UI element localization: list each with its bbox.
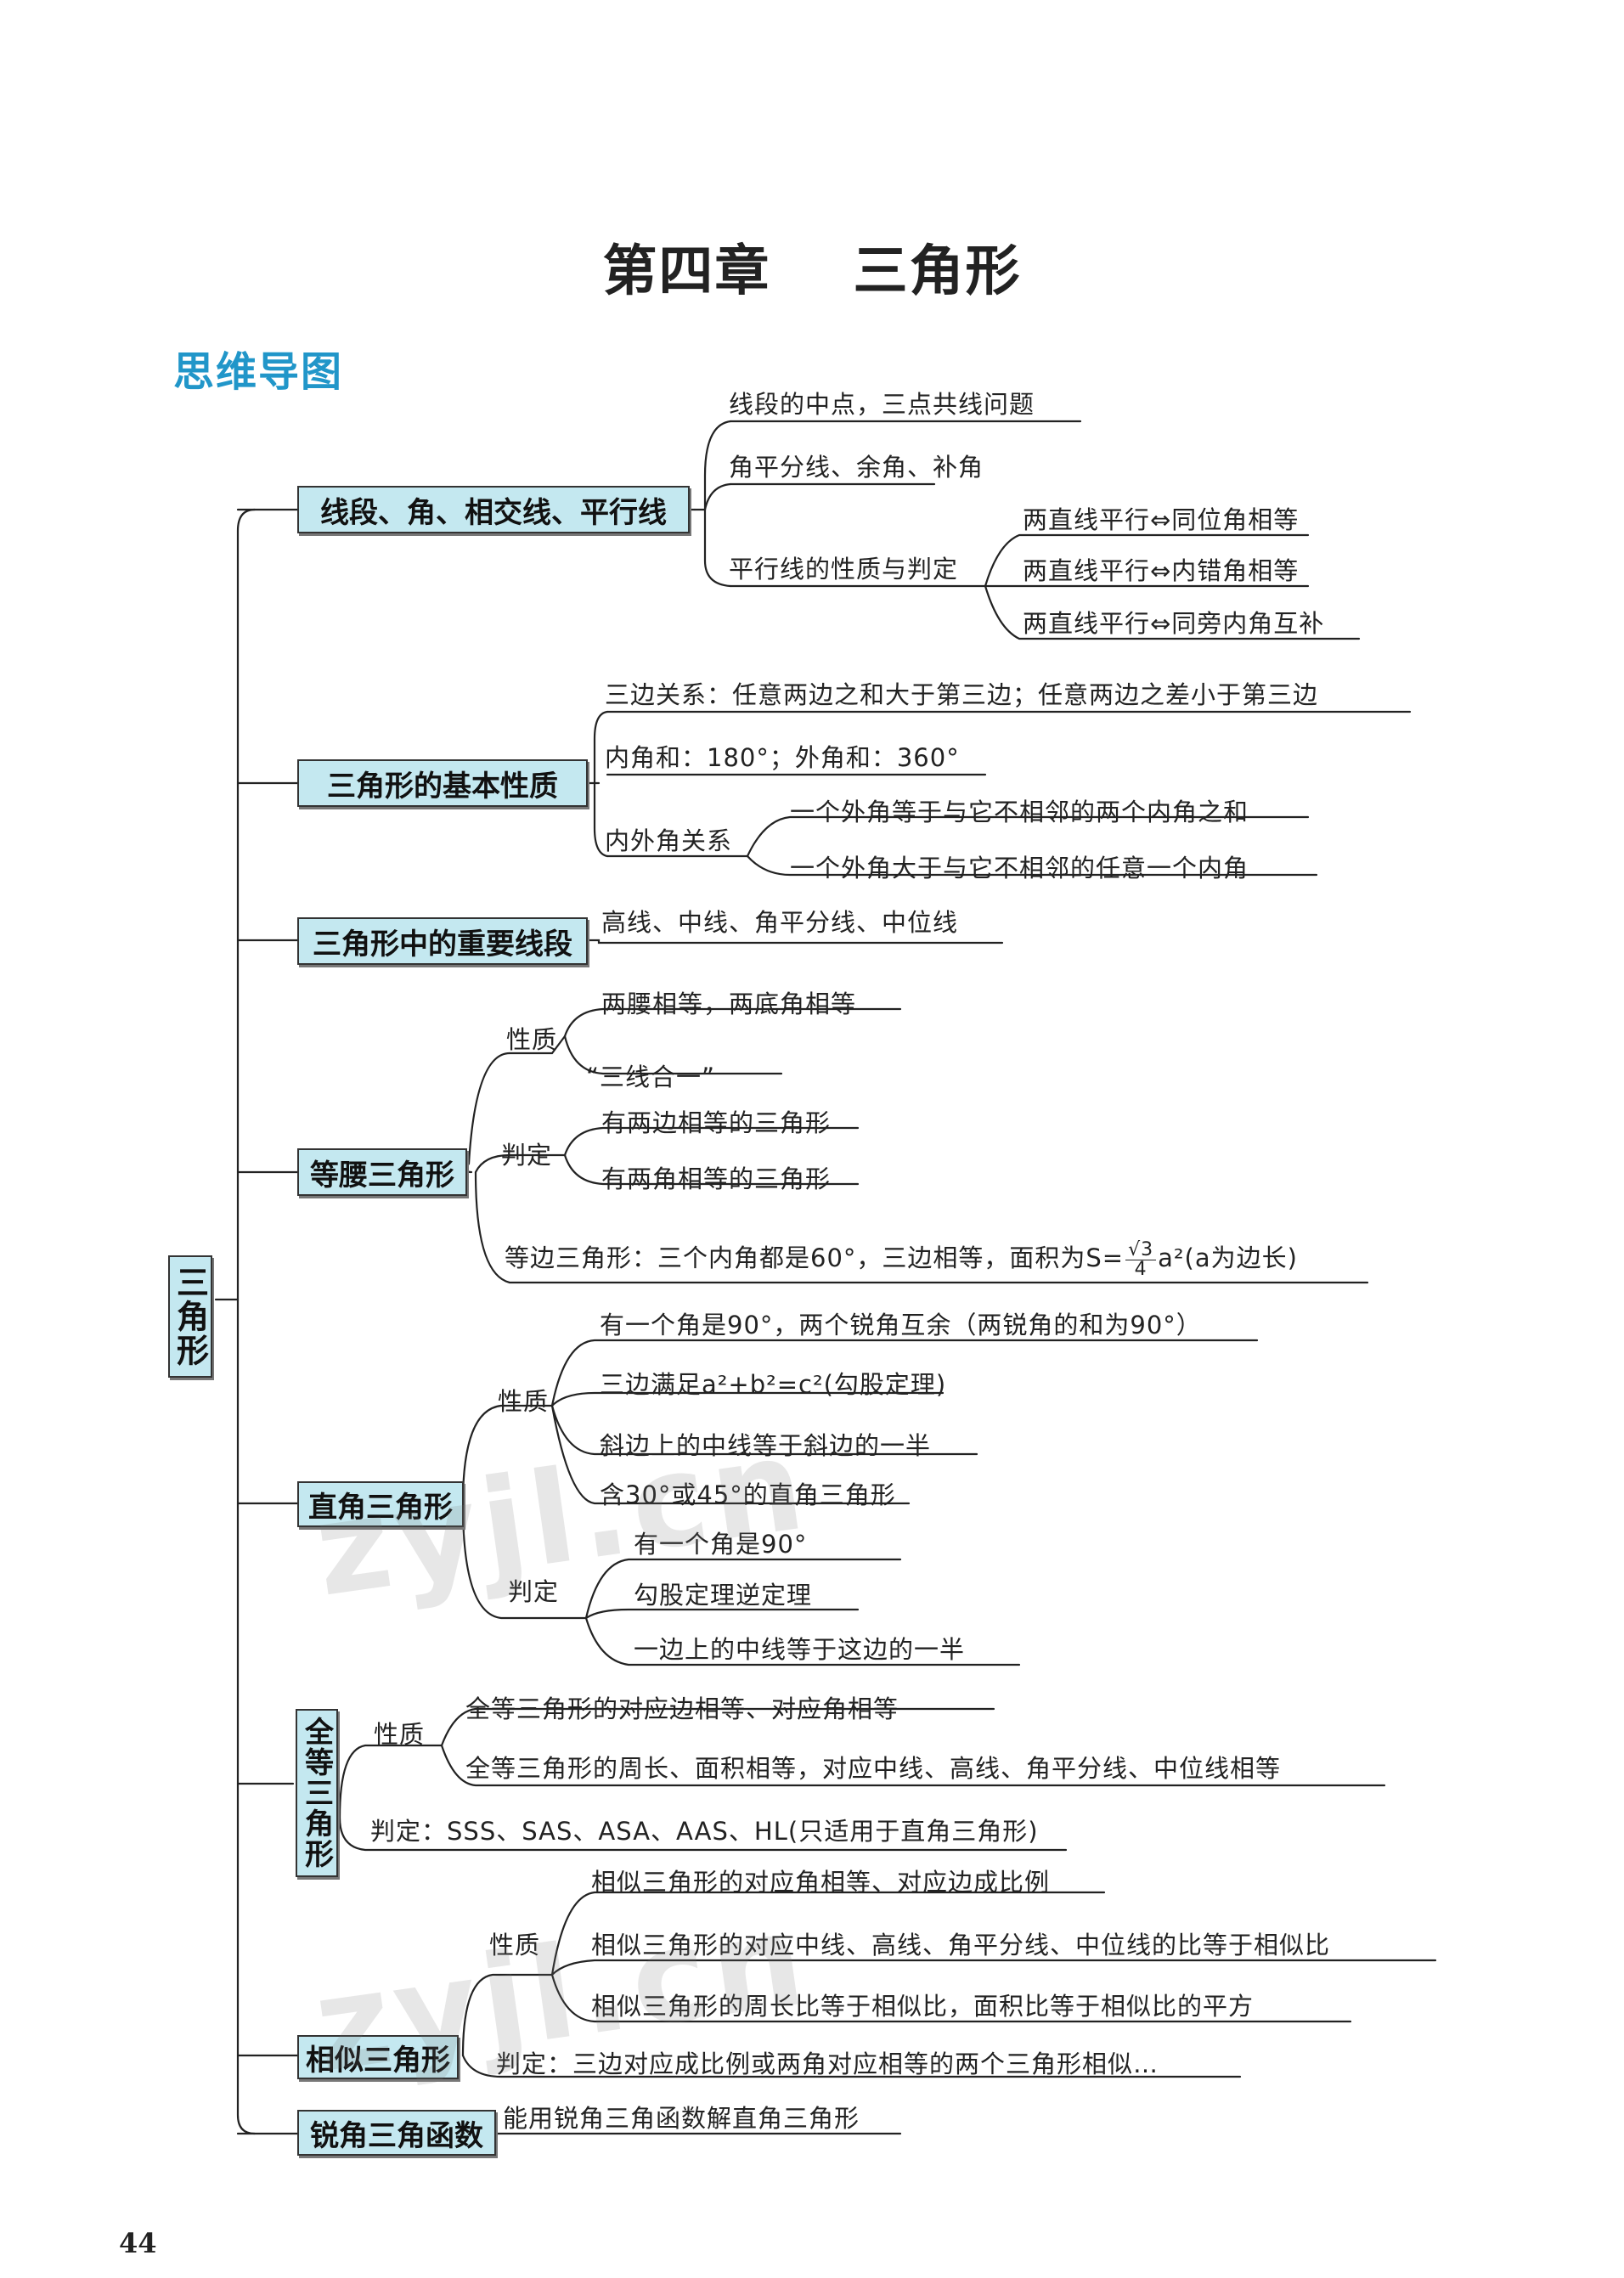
b6-prop-item-2: 全等三角形的周长、面积相等，对应中线、高线、角平分线、中位线相等 xyxy=(465,1754,1282,1783)
b6-judge: 判定：SSS、SAS、ASA、AAS、HL(只适用于直角三角形) xyxy=(370,1817,1039,1846)
b1-item-2: 角平分线、余角、补角 xyxy=(729,453,984,482)
root-node: 三角形 xyxy=(168,1255,212,1378)
b1-sub-label: 平行线的性质与判定 xyxy=(729,555,959,584)
b4-judge-label: 判定 xyxy=(501,1141,553,1170)
section-title: 思维导图 xyxy=(173,348,344,396)
b2-item-1: 三边关系：任意两边之和大于第三边；任意两边之差小于第三边 xyxy=(605,680,1319,709)
branch-important-segments: 三角形中的重要线段 xyxy=(297,917,588,965)
b4-area-numerator: √3 xyxy=(1125,1240,1157,1260)
b7-prop-item-3: 相似三角形的周长比等于相似比，面积比等于相似比的平方 xyxy=(591,1992,1255,2021)
b1-item-1: 线段的中点，三点共线问题 xyxy=(729,390,1035,419)
b1-sub-item-1: 两直线平行⇔同位角相等 xyxy=(1023,505,1300,534)
branch-right-triangle: 直角三角形 xyxy=(297,1481,464,1527)
branch-isosceles-triangle: 等腰三角形 xyxy=(297,1148,467,1196)
b5-judge-item-2: 勾股定理逆定理 xyxy=(634,1581,813,1610)
b3-item-1: 高线、中线、角平分线、中位线 xyxy=(601,908,959,937)
b2-sub-item-2: 一个外角大于与它不相邻的任意一个内角 xyxy=(790,854,1249,882)
b5-judge-item-1: 有一个角是90° xyxy=(634,1530,808,1559)
b5-prop-item-3: 斜边上的中线等于斜边的一半 xyxy=(600,1431,932,1460)
branch-lines-angles: 线段、角、相交线、平行线 xyxy=(297,486,690,533)
b5-prop-label: 性质 xyxy=(498,1387,550,1416)
b5-prop-item-2: 三边满足a²+b²=c²(勾股定理) xyxy=(600,1370,947,1399)
b2-item-2: 内角和：180°；外角和：360° xyxy=(605,743,960,772)
b5-prop-item-4: 含30°或45°的直角三角形 xyxy=(600,1480,896,1509)
b6-prop-label: 性质 xyxy=(374,1720,426,1749)
b7-prop-item-1: 相似三角形的对应角相等、对应边成比例 xyxy=(591,1868,1051,1897)
branch-similar-triangle: 相似三角形 xyxy=(297,2035,459,2079)
b4-prop-item-1: 两腰相等，两底角相等 xyxy=(601,990,857,1018)
b5-judge-item-3: 一边上的中线等于这边的一半 xyxy=(634,1635,966,1664)
b6-prop-item-1: 全等三角形的对应边相等、对应角相等 xyxy=(465,1694,899,1723)
b2-sub-item-1: 一个外角等于与它不相邻的两个内角之和 xyxy=(790,798,1249,826)
b4-equilateral-post: a²(a为边长) xyxy=(1158,1243,1298,1272)
branch-triangle-basic-properties: 三角形的基本性质 xyxy=(297,759,588,807)
chapter-title: 第四章 三角形 xyxy=(602,240,1022,303)
branch-acute-trig-functions: 锐角三角函数 xyxy=(297,2110,496,2156)
page-number: 44 xyxy=(119,2227,157,2259)
b7-judge: 判定：三边对应成比例或两角对应相等的两个三角形相似… xyxy=(496,2050,1159,2078)
b2-sub-label: 内外角关系 xyxy=(605,826,733,855)
b4-prop-label: 性质 xyxy=(506,1025,558,1054)
b4-judge-item-2: 有两角相等的三角形 xyxy=(601,1164,832,1193)
b5-prop-item-1: 有一个角是90°，两个锐角互余（两锐角的和为90°） xyxy=(600,1311,1202,1339)
branch-congruent-triangle: 全等三角形 xyxy=(296,1709,338,1877)
b8-item-1: 能用锐角三角函数解直角三角形 xyxy=(503,2104,860,2133)
b4-equilateral-pre: 等边三角形：三个内角都是60°，三边相等，面积为S= xyxy=(505,1243,1125,1272)
b7-prop-label: 性质 xyxy=(489,1931,541,1959)
b1-sub-item-3: 两直线平行⇔同旁内角互补 xyxy=(1023,609,1325,638)
b7-prop-item-2: 相似三角形的对应中线、高线、角平分线、中位线的比等于相似比 xyxy=(591,1931,1331,1959)
b1-sub-item-2: 两直线平行⇔内错角相等 xyxy=(1023,556,1300,585)
b4-judge-item-1: 有两边相等的三角形 xyxy=(601,1108,832,1137)
b5-judge-label: 判定 xyxy=(508,1577,560,1606)
b4-area-denominator: 4 xyxy=(1134,1258,1148,1280)
b4-prop-item-2: “三线合一” xyxy=(586,1063,716,1091)
